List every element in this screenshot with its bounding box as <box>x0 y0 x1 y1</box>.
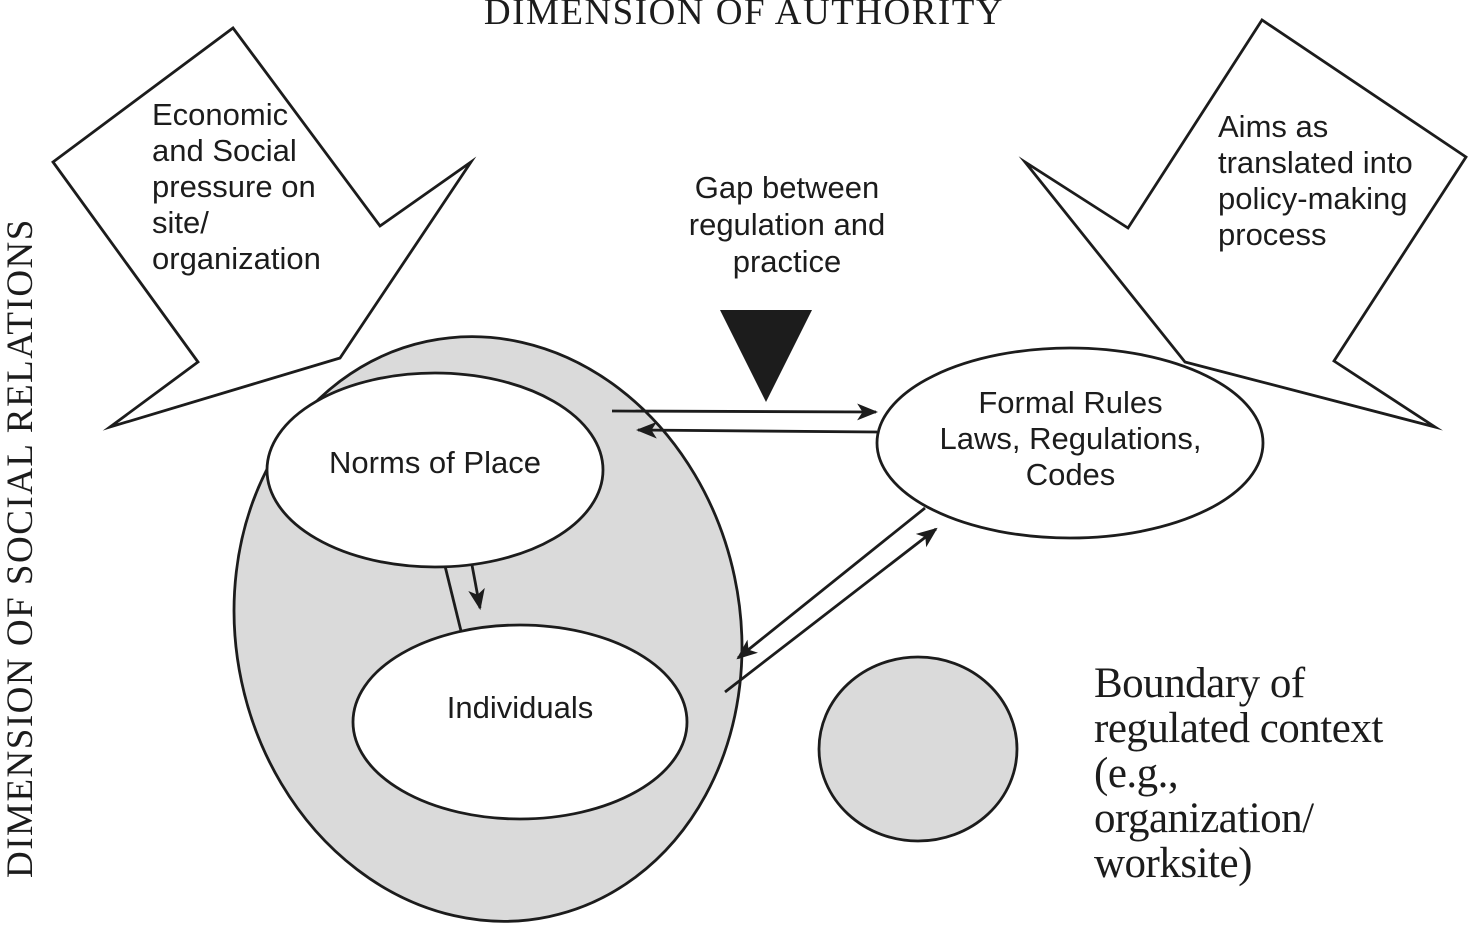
label-line: site/ <box>152 205 209 240</box>
label-line: Laws, Regulations, <box>939 421 1202 456</box>
rules-to-boundary-arrow <box>635 421 878 439</box>
label-line: Boundary of <box>1094 660 1305 707</box>
boundary-to-rules-arrow <box>611 403 879 421</box>
left-pressure-arrow-label: Economic and Social pressure on site/ or… <box>152 97 321 277</box>
right-aims-arrow-label: Aims as translated into policy-making pr… <box>1218 109 1413 253</box>
label-line: and Social <box>152 133 297 168</box>
label-line: organization/ <box>1094 795 1314 842</box>
formal-rules-label: Formal Rules Laws, Regulations, Codes <box>900 385 1241 493</box>
label-line: organization <box>152 241 321 276</box>
social-relations-axis-title: DIMENSION OF SOCIAL RELATIONS <box>0 218 41 878</box>
left-pressure-block-arrow <box>51 26 477 431</box>
boundary-to-rules-diagonal-arrow <box>724 527 938 694</box>
label-line: Formal Rules <box>978 385 1163 420</box>
label-line: Gap between <box>694 170 880 205</box>
label-line: (e.g., <box>1094 750 1179 797</box>
norms-to-individuals-channel-line <box>443 565 463 632</box>
label-line: Economic <box>152 97 289 132</box>
norms-of-place-ellipse <box>265 371 605 569</box>
legend-label: Boundary of regulated context (e.g., org… <box>1094 661 1383 886</box>
label-line: practice <box>732 244 842 279</box>
individuals-label: Individuals <box>446 690 594 725</box>
label-line: regulated context <box>1094 705 1383 752</box>
norms-to-individuals-arrow <box>468 564 485 611</box>
gap-triangle-icon <box>720 310 812 402</box>
legend-boundary-swatch <box>817 655 1019 843</box>
gap-annotation-label: Gap between regulation and practice <box>617 169 957 280</box>
label-line: translated into <box>1218 145 1413 180</box>
individuals-ellipse <box>351 623 689 821</box>
label-line: process <box>1218 217 1327 252</box>
rules-to-boundary-diagonal-arrow <box>736 506 926 660</box>
authority-axis-title: DIMENSION OF AUTHORITY <box>483 0 1005 33</box>
formal-rules-ellipse <box>875 346 1265 540</box>
norms-of-place-label: Norms of Place <box>329 445 541 480</box>
label-line: Codes <box>1025 457 1116 492</box>
right-aims-block-arrow <box>1018 18 1468 431</box>
label-line: regulation and <box>688 207 886 242</box>
label-line: policy-making <box>1218 181 1408 216</box>
label-line: worksite) <box>1094 840 1252 887</box>
label-line: Aims as <box>1218 109 1329 144</box>
label-line: pressure on <box>152 169 316 204</box>
